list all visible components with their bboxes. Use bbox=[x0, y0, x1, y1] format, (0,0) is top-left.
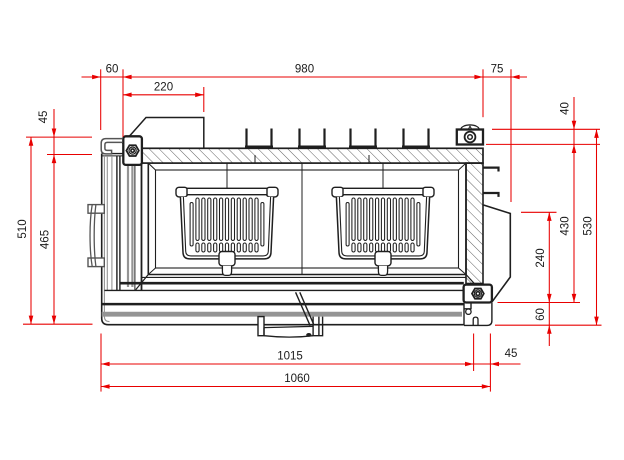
hinge-bolt-dot-tr bbox=[466, 133, 474, 141]
arrowhead-1015-left bbox=[101, 361, 110, 367]
arrowhead-75-right bbox=[511, 74, 520, 80]
dimension-lines bbox=[23, 69, 602, 392]
lever-tip bbox=[306, 333, 312, 337]
dim-label-base_height: 60 bbox=[535, 308, 547, 321]
lining-miter bbox=[147, 162, 156, 171]
handle-bracket-bottom bbox=[87, 257, 105, 268]
arrowhead-1060-left bbox=[101, 384, 110, 389]
latch-hook bbox=[472, 316, 479, 326]
dim-label-base_right_offset: 45 bbox=[505, 348, 518, 360]
right-wall-hatched bbox=[465, 162, 484, 285]
door-outer-edge bbox=[100, 153, 464, 326]
arrowhead-40-top bbox=[571, 120, 577, 130]
firebox-lining bbox=[154, 169, 460, 269]
arrowhead-430-bottom bbox=[571, 293, 577, 303]
dim-label-right_upper_height: 430 bbox=[560, 216, 572, 235]
hinge-top-right-dome bbox=[460, 124, 480, 130]
right-tab-lower bbox=[483, 191, 500, 197]
dim-label-plate_width: 220 bbox=[154, 81, 173, 93]
arrowhead-465-bottom bbox=[51, 315, 57, 325]
dim-label-frame_top_height: 45 bbox=[38, 111, 50, 124]
handle-bracket-top bbox=[87, 203, 105, 214]
dim-label-total_width: 1060 bbox=[284, 373, 310, 385]
hinge-bolt-dot-br bbox=[475, 290, 481, 297]
arrowhead-60r-bottom bbox=[547, 325, 552, 334]
hinge-bolt-circle-br bbox=[473, 289, 483, 298]
top-bracket-1 bbox=[245, 128, 273, 148]
arrowhead-530-top bbox=[594, 129, 599, 138]
arrowhead-510-top bbox=[28, 137, 34, 146]
top-frame-hatched bbox=[140, 147, 484, 164]
arrowhead-240-bottom bbox=[547, 293, 552, 303]
dim-label-collar_height: 40 bbox=[560, 102, 572, 115]
right-side-panel bbox=[483, 204, 512, 303]
arrowhead-220-right bbox=[195, 92, 204, 98]
hinge-bolt-dot-tl bbox=[130, 148, 136, 154]
dim-label-door_height: 510 bbox=[17, 219, 29, 238]
dimension-labels: 60 980 75 220 45 510 465 40 430 530 240 60 1015 1060 4… bbox=[17, 64, 595, 386]
arrowhead-980-75 bbox=[474, 74, 483, 80]
lever-post-right bbox=[312, 316, 324, 337]
lining-miter bbox=[458, 267, 467, 275]
dim-label-top_right_offset: 75 bbox=[491, 64, 504, 76]
arrowhead-60-left bbox=[92, 74, 101, 80]
arrowhead-220-left bbox=[123, 92, 132, 98]
arrowhead-510-bottom bbox=[28, 315, 34, 325]
arrowhead-60-980 bbox=[123, 74, 132, 80]
hinge-bottom-right bbox=[462, 283, 494, 304]
dim-label-glass_height: 465 bbox=[40, 230, 52, 249]
arrowhead-1060-right bbox=[481, 384, 491, 389]
lever-post-left bbox=[257, 315, 265, 337]
arrowhead-45b-right bbox=[490, 361, 499, 367]
top-bracket-4 bbox=[402, 128, 430, 148]
lining-miter bbox=[147, 267, 156, 275]
arrowhead-240-top bbox=[547, 212, 552, 221]
latch-pin bbox=[465, 308, 472, 316]
dim-label-inner_width: 1015 bbox=[277, 351, 303, 363]
arrowhead-1015-right bbox=[465, 361, 474, 367]
top-bracket-3 bbox=[349, 128, 377, 148]
lining-miter bbox=[458, 162, 467, 171]
hinge-top-right bbox=[455, 128, 485, 146]
right-tab-upper bbox=[483, 166, 500, 172]
dim-label-right_total_height: 530 bbox=[583, 216, 595, 235]
hinge-bolt-circle-tl bbox=[128, 146, 137, 155]
hinge-bolt-circle-tr bbox=[463, 130, 477, 144]
arrowhead-530-bottom bbox=[594, 316, 599, 326]
arrowhead-45l-465 bbox=[51, 154, 57, 164]
top-bracket-2 bbox=[298, 128, 326, 148]
lever-arm bbox=[294, 292, 315, 327]
dim-label-opening_width: 980 bbox=[295, 64, 314, 76]
hinge-bolt-hex-tl bbox=[125, 144, 140, 157]
hinge-bolt-hex-br bbox=[470, 287, 485, 300]
arrowhead-40-430 bbox=[571, 144, 577, 153]
hinge-top-left bbox=[122, 135, 144, 167]
top-plate-outline bbox=[121, 116, 205, 149]
top-left-hook-bracket bbox=[100, 137, 122, 155]
dim-label-top_left_offset: 60 bbox=[106, 64, 119, 76]
dim-label-flue_offset: 240 bbox=[535, 248, 547, 267]
door-handle-bar bbox=[89, 204, 97, 267]
stove-drawing bbox=[87, 116, 512, 338]
arrowhead-45l-top bbox=[51, 128, 57, 138]
